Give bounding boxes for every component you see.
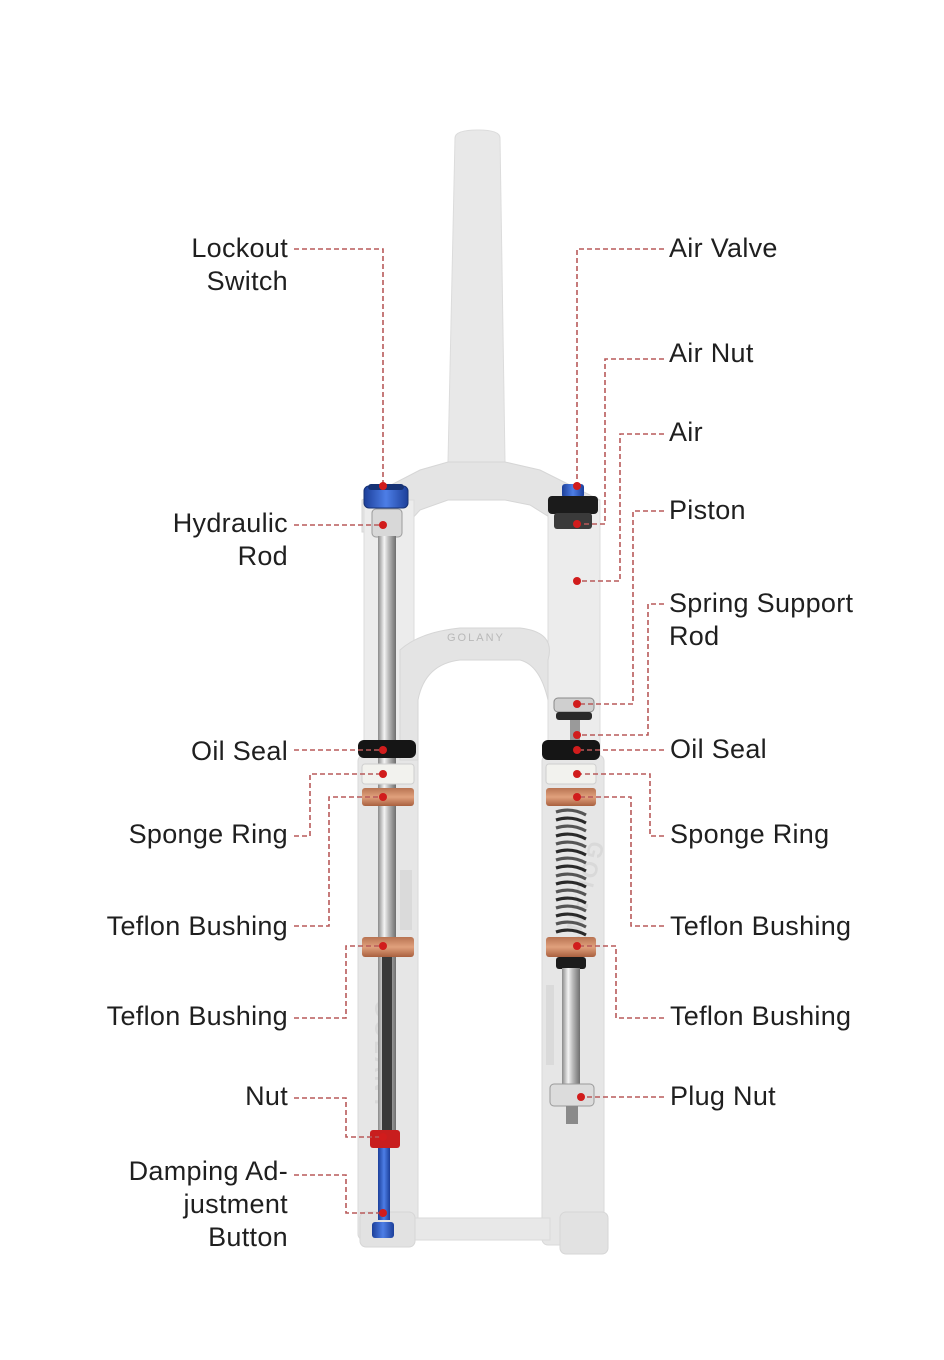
right-dropout [559, 1211, 609, 1255]
right-leg-decal [546, 985, 554, 1065]
part-marker-dots [379, 482, 585, 1217]
spring-coil [555, 824, 587, 833]
label-damping-adjustment-button: Damping Ad- justment Button [128, 1156, 288, 1252]
dot-sponge-ring-right [573, 770, 581, 778]
dot-nut [379, 1133, 387, 1141]
spring-coil [555, 816, 587, 825]
label-teflon-bushing-left-2: Teflon Bushing [106, 1001, 288, 1031]
leader-lines [294, 248, 664, 1214]
spring-coil [555, 928, 587, 937]
leader-sponge-ring-right [577, 773, 664, 837]
oil-seal-left-part [358, 740, 416, 758]
leader-spring-support-rod [577, 603, 664, 736]
label-sponge-ring-left: Sponge Ring [128, 819, 288, 849]
label-teflon-bushing-right-2: Teflon Bushing [670, 1001, 852, 1031]
fork-arch [399, 627, 550, 761]
leader-air [577, 433, 664, 582]
spring-coil [555, 872, 587, 881]
dot-damping-adjustment [379, 1209, 387, 1217]
dot-teflon-bushing-left-1 [379, 793, 387, 801]
label-piston: Piston [669, 495, 746, 525]
spring-coil [555, 880, 587, 889]
label-hydraulic-rod: Hydraulic Rod [172, 508, 288, 571]
plug-nut-part [549, 1083, 595, 1107]
spring-coil [555, 864, 587, 873]
dot-lockout-switch [379, 482, 387, 490]
spring-coil [555, 840, 587, 849]
spring-coil [555, 888, 587, 897]
teflon-bushing-right-1-part [546, 788, 596, 806]
lower-damper-rod [382, 940, 392, 1140]
dot-air-valve [573, 482, 581, 490]
label-teflon-bushing-right-1: Teflon Bushing [670, 911, 852, 941]
damping-rod-blue [378, 1148, 390, 1220]
spring-coil [555, 848, 587, 857]
label-air-nut: Air Nut [669, 338, 754, 368]
left-leg-decal [400, 870, 412, 930]
spring-coil [555, 832, 587, 841]
air-nut-part [548, 496, 598, 514]
leader-air-valve [576, 248, 664, 484]
oil-seal-right-part [542, 740, 600, 760]
spring-coil [555, 808, 587, 817]
teflon-bushing-left-1-part [362, 788, 414, 806]
label-air: Air [669, 417, 703, 447]
label-sponge-ring-right: Sponge Ring [670, 819, 830, 849]
spring-coil [555, 896, 587, 905]
label-plug-nut: Plug Nut [670, 1081, 776, 1111]
leader-piston [577, 510, 664, 705]
label-nut: Nut [245, 1081, 288, 1111]
coil-spring [555, 808, 587, 937]
label-spring-support-rod: Spring Support Rod [669, 588, 854, 651]
spring-coil [555, 904, 587, 913]
spring-coil [555, 920, 587, 929]
spring-coil [555, 912, 587, 921]
axle-bridge [409, 1217, 551, 1241]
leader-teflon-bushing-left-2 [294, 945, 383, 1019]
dot-oil-seal-right [573, 746, 581, 754]
leader-damping-adjustment [294, 1174, 383, 1214]
label-lockout-switch: Lockout Switch [191, 233, 288, 296]
label-oil-seal-right: Oil Seal [670, 734, 767, 764]
leader-teflon-bushing-right-1 [577, 796, 664, 927]
leader-nut [294, 1097, 383, 1138]
hydraulic-rod-fitting [371, 508, 403, 538]
label-air-valve: Air Valve [669, 233, 778, 263]
dot-plug-nut [577, 1093, 585, 1101]
right-lower-rod [562, 968, 580, 1086]
leader-lockout-switch [294, 248, 384, 484]
spring-support-rod-part [570, 720, 580, 740]
dot-hydraulic-rod [379, 521, 387, 529]
dot-piston [573, 700, 581, 708]
spring-base [556, 957, 586, 969]
damping-adjustment-knob [372, 1222, 394, 1238]
label-oil-seal-left: Oil Seal [191, 736, 288, 766]
plug-nut-bolt [566, 1106, 578, 1124]
dot-sponge-ring-left [379, 770, 387, 778]
piston-seal [556, 712, 592, 720]
leader-teflon-bushing-right-2 [577, 945, 664, 1019]
dot-teflon-bushing-right-1 [573, 793, 581, 801]
dot-oil-seal-left [379, 746, 387, 754]
teflon-bushing-left-2-part [362, 937, 414, 957]
dot-air-nut [573, 520, 581, 528]
spring-coil [555, 856, 587, 865]
label-teflon-bushing-left-1: Teflon Bushing [106, 911, 288, 941]
crown-brand-text: GOLANY [447, 632, 505, 644]
leader-teflon-bushing-left-1 [294, 796, 383, 927]
top-cap-lower [554, 513, 592, 529]
leader-sponge-ring-left [294, 773, 383, 837]
dot-air [573, 577, 581, 585]
dot-teflon-bushing-right-2 [573, 942, 581, 950]
dot-teflon-bushing-left-2 [379, 942, 387, 950]
teflon-bushing-right-2-part [546, 937, 596, 957]
dot-spring-support-rod [573, 731, 581, 739]
steerer-tube [447, 129, 506, 463]
